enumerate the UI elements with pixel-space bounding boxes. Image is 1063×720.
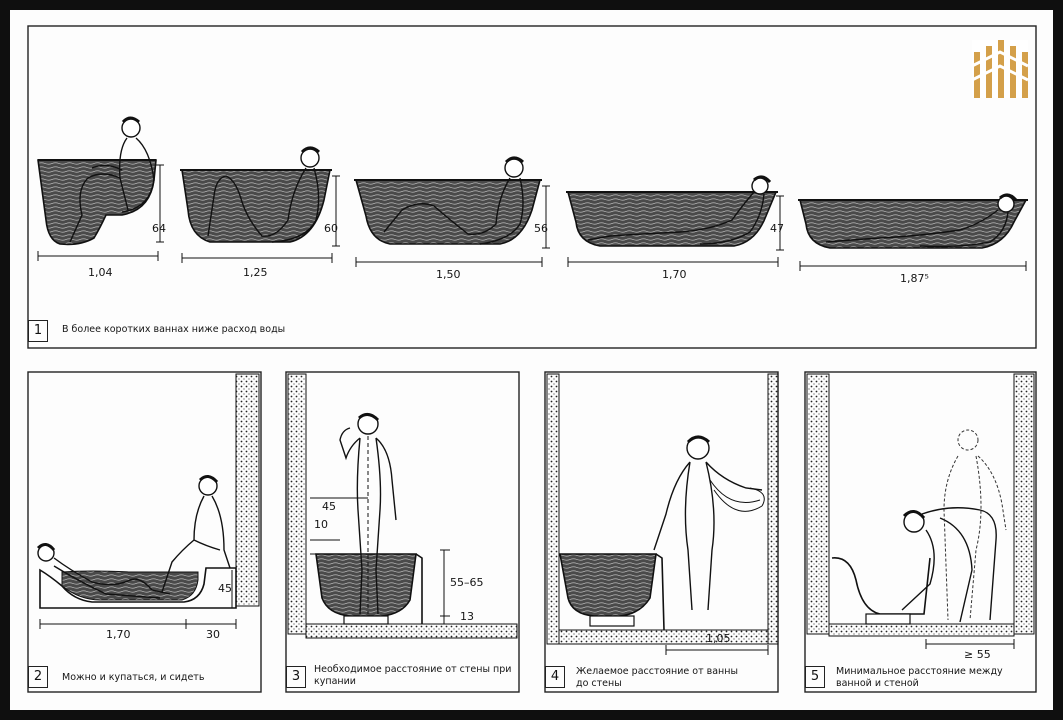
tub-1-depth: 64 [152,222,166,235]
panel-4-number: 4 [545,666,565,688]
panel-4-distance: 1,05 [706,632,731,645]
tub-5-drawing [798,193,1028,271]
panel-3-caption: Необходимое расстояние от стены при купа… [314,664,512,687]
panel-3-dim-rim: 55–65 [450,576,484,589]
panel-3-dim-45: 45 [322,500,336,513]
tub-3-drawing [354,156,550,267]
panel-1-caption: В более коротких ваннах ниже расход воды [62,324,286,335]
tub-2-depth: 60 [324,222,338,235]
tub-3-depth: 56 [534,222,548,235]
tub-4-depth: 47 [770,222,784,235]
panel-3-dim-10: 10 [314,518,328,531]
panel-2-seat: 30 [206,628,220,641]
panel-3-dim-base: 13 [460,610,474,623]
stacked-bars-logo-icon [971,40,1029,98]
panel-3-number: 3 [286,666,306,688]
tub-4-drawing [566,175,784,267]
panel-4-drawing [546,373,779,655]
tub-4-length: 1,70 [662,268,687,281]
panel-3-drawing [287,373,518,639]
panel-2-caption: Можно и купаться, и сидеть [62,672,205,683]
panel-1-number: 1 [28,320,48,342]
panel-5-number: 5 [805,666,825,688]
panel-5-caption: Минимальное расстояние между ванной и ст… [836,666,1003,689]
panel-2-height: 45 [218,582,232,595]
panel-5-frame [804,371,1037,693]
diagram-artwork [27,25,1037,693]
tub-1-length: 1,04 [88,266,113,279]
panel-5-distance: ≥ 55 [964,648,991,661]
tub-2-length: 1,25 [243,266,268,279]
tub-5-length: 1,87⁵ [900,272,929,285]
panel-5-drawing [806,373,1035,649]
tub-2-drawing [180,146,340,263]
panel-2-drawing [36,373,260,629]
panel-4-caption: Желаемое расстояние от ванны до стены [576,666,738,689]
panel-3-frame [285,371,520,693]
diagram-sheet: 64 1,04 60 1,25 56 1,50 47 1,70 1,87⁵ 1 … [10,10,1053,710]
tub-3-length: 1,50 [436,268,461,281]
tub-1-drawing [37,116,164,261]
panel-2-number: 2 [28,666,48,688]
panel-2-length: 1,70 [106,628,131,641]
panel-1-frame [27,25,1037,349]
panel-2-frame [27,371,262,693]
